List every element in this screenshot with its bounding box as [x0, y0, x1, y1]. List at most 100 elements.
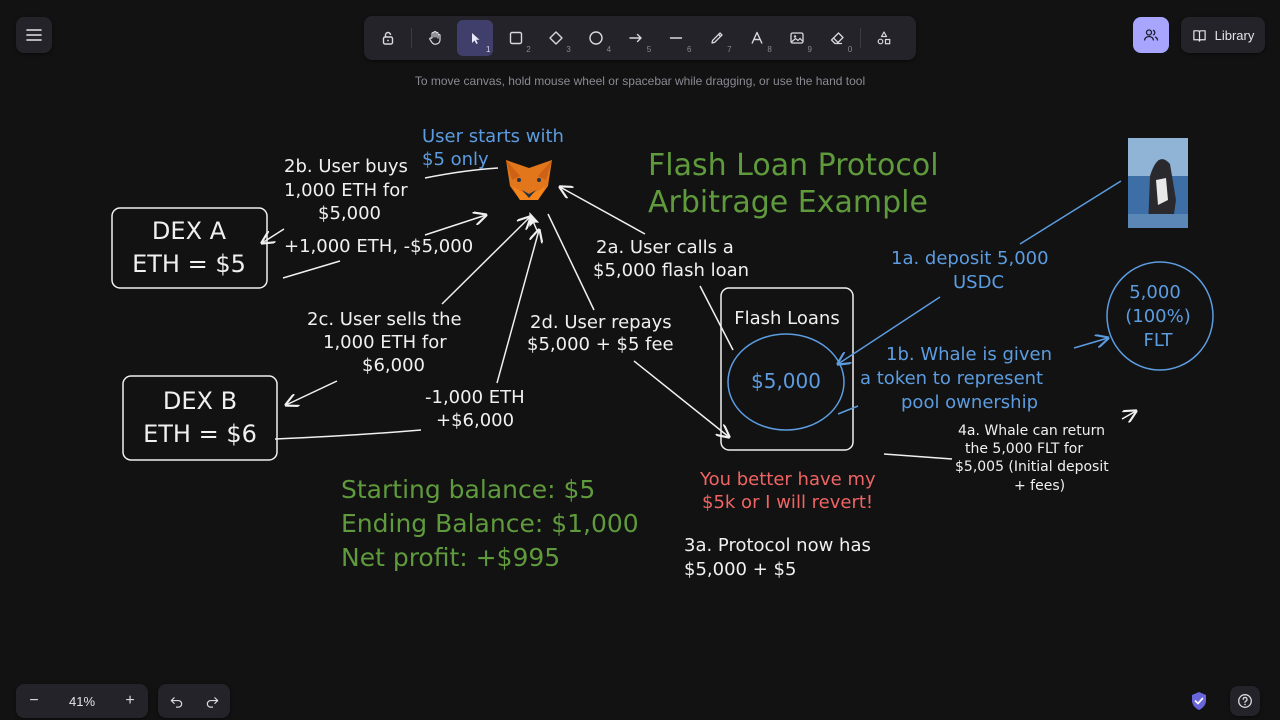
step-4a-note: 4a. Whale can return the 5,000 FLT for $…	[955, 423, 1109, 494]
svg-text:$5,000 flash loan: $5,000 flash loan	[593, 260, 749, 281]
fox-wallet-icon[interactable]	[506, 160, 552, 200]
flt-amount: 5,000	[1129, 282, 1181, 303]
step-2b-note: 2b. User buys 1,000 ETH for $5,000	[284, 156, 408, 224]
minus-icon: −	[29, 692, 39, 709]
dex-a-name: DEX A	[152, 217, 227, 245]
flt-percent: (100%)	[1125, 306, 1191, 327]
help-icon	[1238, 694, 1252, 708]
step-2d-note: 2d. User repays $5,000 + $5 fee	[527, 312, 674, 355]
svg-text:1,000 ETH for: 1,000 ETH for	[323, 332, 447, 353]
whale-image[interactable]	[1128, 138, 1188, 228]
dex-b-box[interactable]: DEX B ETH = $6	[122, 375, 278, 461]
tool-lock[interactable]	[370, 20, 406, 56]
dex-b-price: ETH = $6	[143, 420, 257, 448]
svg-text:the 5,000 FLT for: the 5,000 FLT for	[965, 441, 1083, 457]
users-icon	[1143, 29, 1159, 41]
zoom-in-button[interactable]: +	[112, 684, 148, 718]
toolbar-divider	[411, 28, 413, 48]
library-button[interactable]: Library	[1181, 17, 1265, 53]
diamond-icon	[549, 31, 563, 45]
lock-icon	[382, 31, 394, 45]
tool-eraser[interactable]: 0	[819, 20, 855, 56]
toolbar-divider	[860, 28, 862, 48]
tools-toolbar: 1 2 3 4 5 6 7 8 9 0	[364, 16, 916, 60]
svg-text:1b. Whale is given: 1b. Whale is given	[886, 344, 1052, 365]
undo-icon	[170, 696, 182, 708]
title-line-2: Arbitrage Example	[648, 185, 928, 220]
svg-text:3a. Protocol now has: 3a. Protocol now has	[684, 535, 871, 556]
tool-image[interactable]: 9	[779, 20, 815, 56]
step-2a-note: 2a. User calls a $5,000 flash loan	[593, 237, 749, 281]
tool-ellipse[interactable]: 4	[578, 20, 614, 56]
library-label: Library	[1214, 27, 1255, 43]
starting-balance: Starting balance: $5	[341, 475, 595, 504]
tool-rectangle[interactable]: 2	[498, 20, 534, 56]
svg-text:1a. deposit 5,000: 1a. deposit 5,000	[891, 248, 1049, 269]
flow-arrows	[262, 187, 1136, 460]
dex-a-price: ETH = $5	[132, 250, 246, 278]
svg-text:$5,000: $5,000	[318, 203, 381, 224]
svg-text:USDC: USDC	[953, 272, 1004, 293]
shield-check-icon	[1192, 692, 1206, 710]
plus-icon: +	[125, 692, 135, 709]
tool-selection[interactable]: 1	[457, 20, 494, 56]
encryption-status-button[interactable]	[1186, 688, 1212, 714]
undo-button[interactable]	[158, 684, 194, 718]
ending-balance: Ending Balance: $1,000	[341, 509, 639, 538]
user-note-line-1: User starts with	[422, 126, 564, 147]
svg-text:$5k or I will revert!: $5k or I will revert!	[702, 492, 873, 513]
loan-pool-circle[interactable]	[727, 333, 845, 431]
canvas-hint: To move canvas, hold mouse wheel or spac…	[414, 74, 866, 88]
svg-text:1,000 ETH for: 1,000 ETH for	[284, 180, 408, 201]
svg-text:$5,005 (Initial deposit: $5,005 (Initial deposit	[955, 459, 1109, 475]
user-note: User starts with $5 only	[422, 126, 564, 170]
dex-a-box[interactable]: DEX A ETH = $5	[111, 207, 268, 289]
tool-text[interactable]: 8	[739, 20, 775, 56]
svg-text:+$6,000: +$6,000	[436, 410, 514, 431]
flash-loans-label: Flash Loans	[734, 308, 839, 329]
flt-token-circle[interactable]: 5,000 (100%) FLT	[1106, 261, 1214, 371]
image-icon	[790, 32, 804, 44]
eraser-icon	[831, 32, 844, 45]
flash-loans-box[interactable]: Flash Loans $5,000	[720, 287, 854, 451]
svg-text:2b. User buys: 2b. User buys	[284, 156, 408, 177]
hamburger-icon	[26, 29, 42, 41]
mouse-cursor-icon	[528, 209, 541, 232]
redo-icon	[206, 696, 218, 708]
trade-b-note: -1,000 ETH +$6,000	[425, 387, 525, 431]
zoom-out-button[interactable]: −	[16, 684, 52, 718]
pointer-icon	[472, 33, 480, 44]
text-icon	[751, 31, 763, 44]
book-icon	[1192, 29, 1206, 42]
zoom-controls: − 41% +	[16, 684, 148, 718]
svg-text:4a. Whale can return: 4a. Whale can return	[958, 423, 1105, 439]
step-1b-note: 1b. Whale is given a token to represent …	[860, 344, 1052, 413]
redo-button[interactable]	[194, 684, 230, 718]
svg-text:pool ownership: pool ownership	[901, 392, 1038, 413]
balance-summary: Starting balance: $5 Ending Balance: $1,…	[341, 475, 639, 572]
line-icon	[670, 37, 683, 39]
ellipse-icon	[589, 31, 603, 45]
tool-draw[interactable]: 7	[699, 20, 735, 56]
flt-symbol: FLT	[1144, 330, 1174, 351]
arrow-icon	[629, 33, 642, 43]
diagram-title: Flash Loan Protocol Arbitrage Example	[648, 148, 939, 220]
step-2c-note: 2c. User sells the 1,000 ETH for $6,000	[307, 309, 462, 376]
svg-text:+ fees): + fees)	[1014, 478, 1065, 494]
tool-hand[interactable]	[417, 20, 453, 56]
svg-text:-1,000 ETH: -1,000 ETH	[425, 387, 525, 408]
zoom-level[interactable]: 41%	[68, 693, 96, 709]
svg-text:a token to represent: a token to represent	[860, 368, 1043, 389]
main-menu-button[interactable]	[16, 17, 52, 53]
tool-diamond[interactable]: 3	[538, 20, 574, 56]
help-button[interactable]	[1230, 686, 1260, 716]
collaborate-button[interactable]	[1133, 17, 1169, 53]
step-3a-note: 3a. Protocol now has $5,000 + $5	[684, 535, 871, 580]
tool-line[interactable]: 6	[658, 20, 694, 56]
user-note-line-2: $5 only	[422, 149, 489, 170]
tool-arrow[interactable]: 5	[618, 20, 654, 56]
rectangle-icon	[509, 31, 522, 45]
tool-more[interactable]	[866, 20, 902, 56]
svg-text:You better have my: You better have my	[699, 469, 876, 490]
